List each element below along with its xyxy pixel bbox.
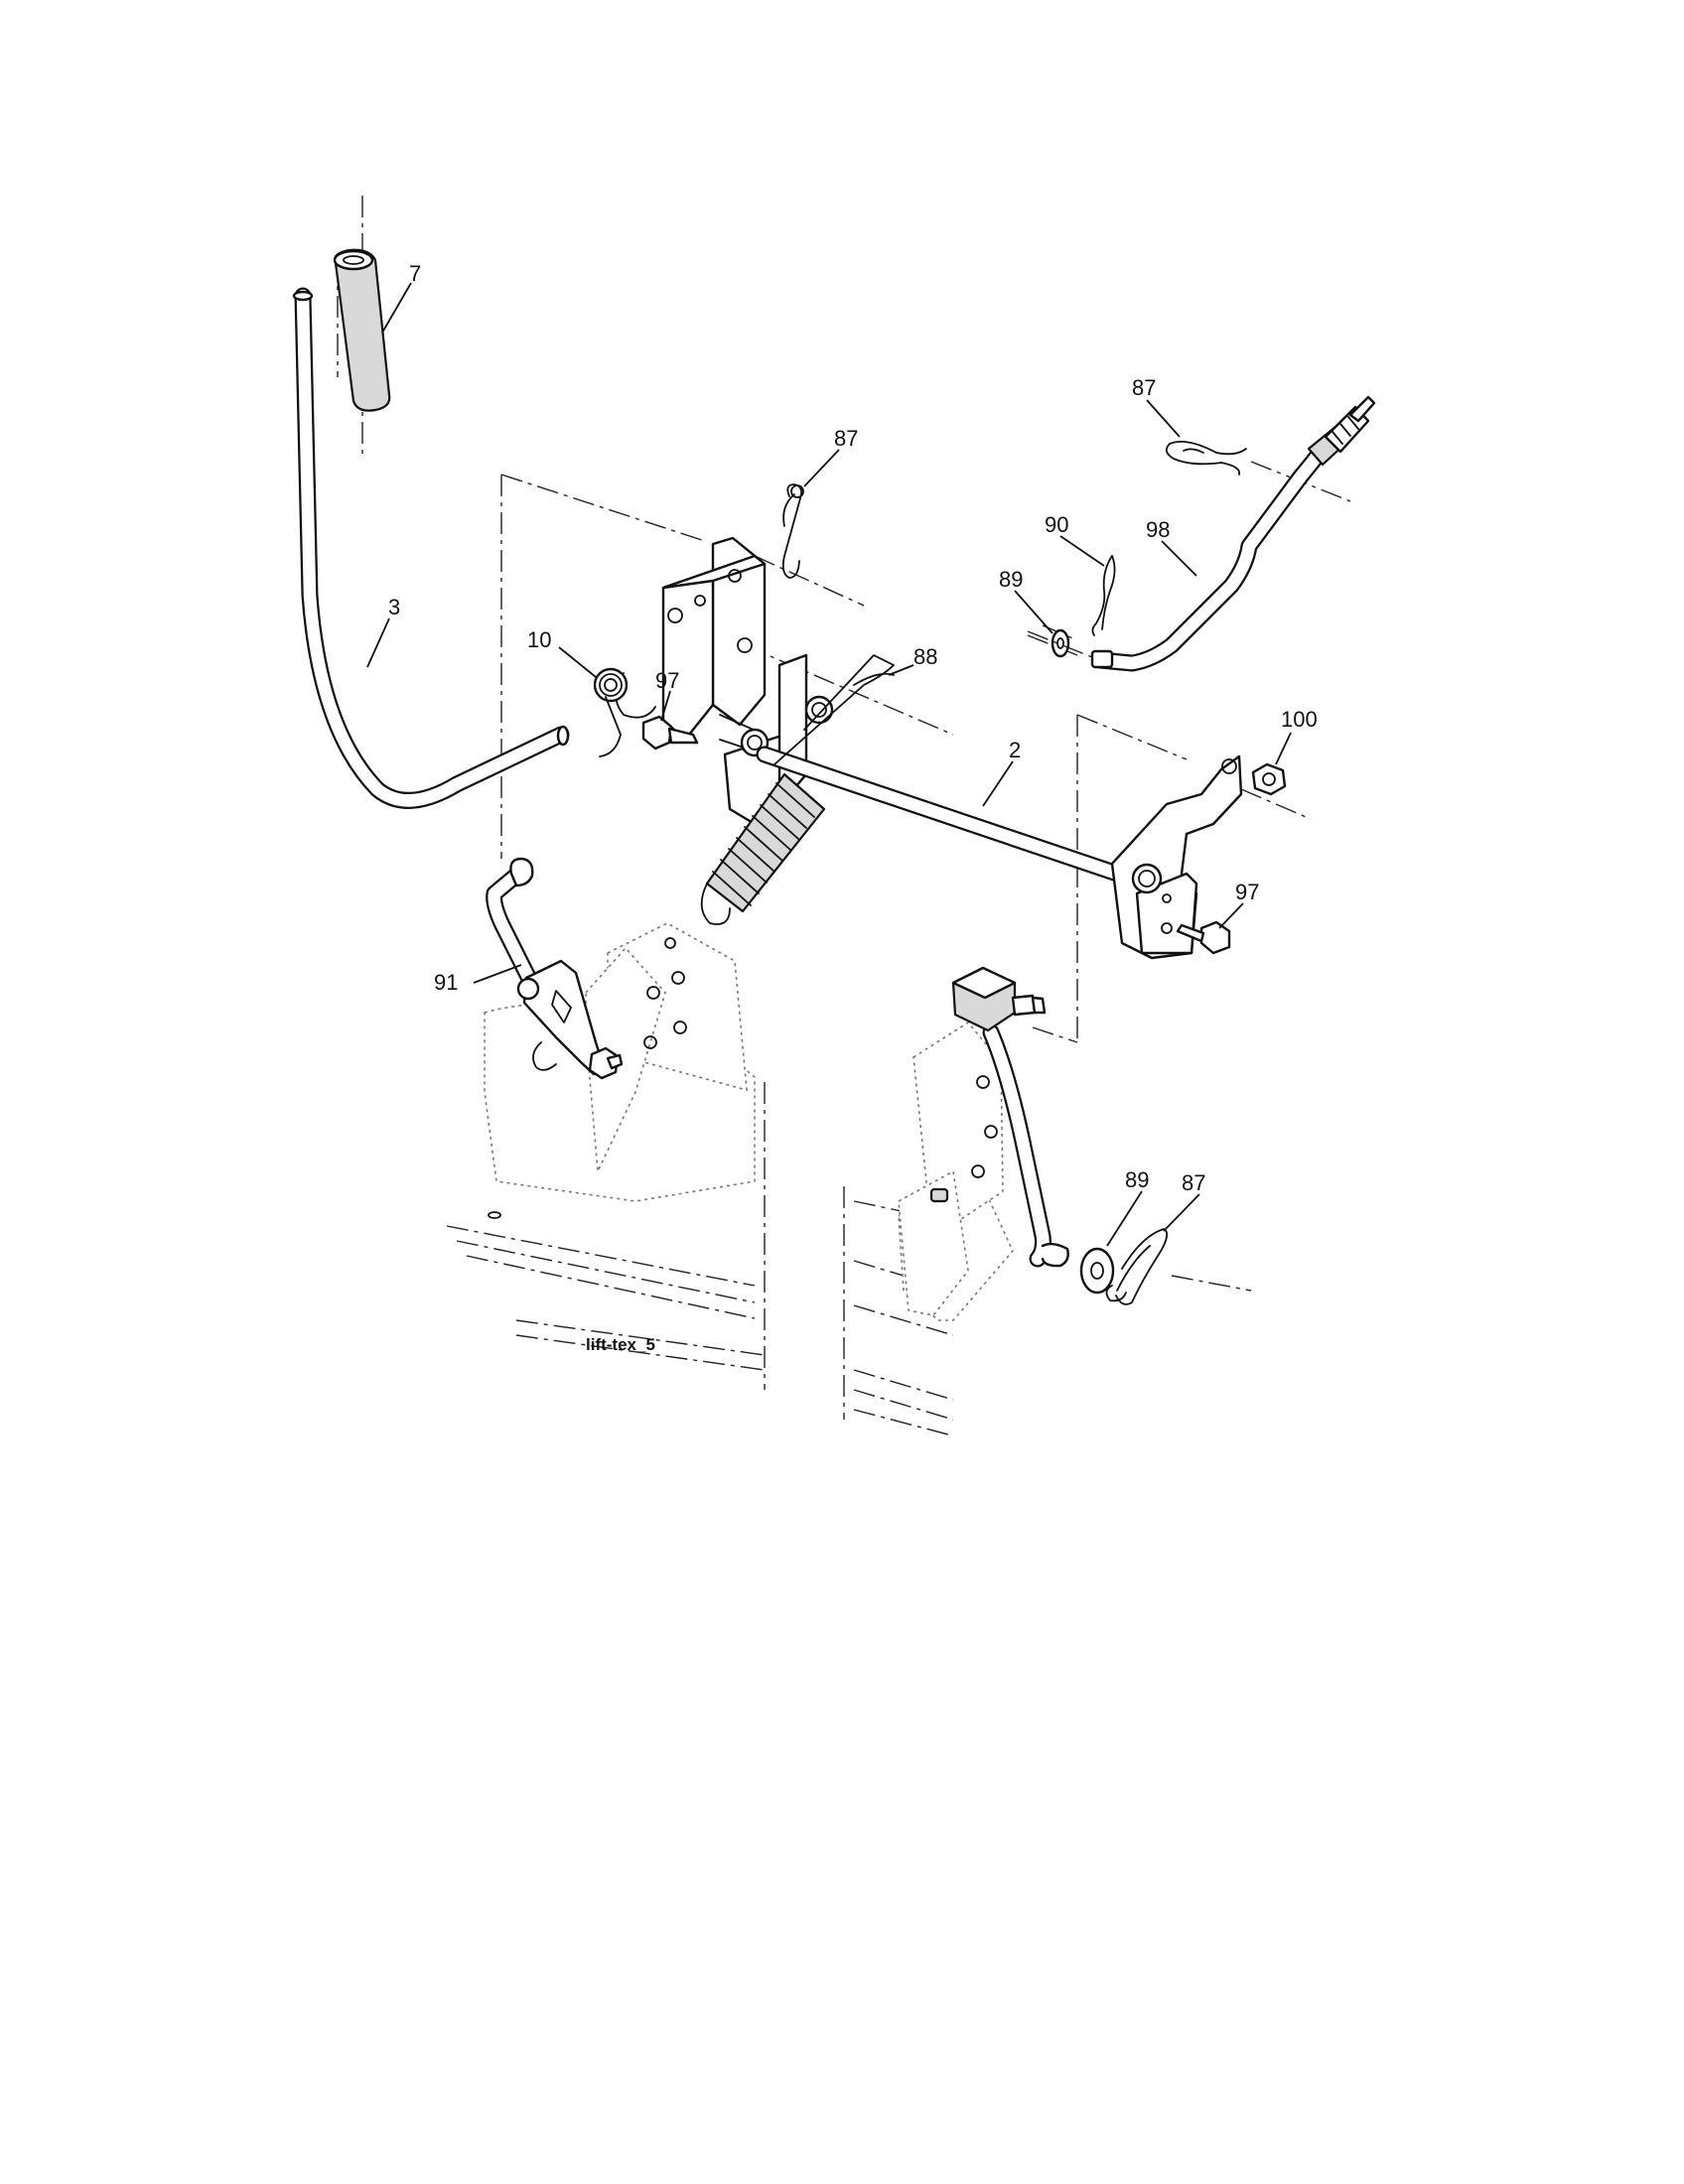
leader-lines — [366, 282, 1292, 1247]
callout-hairpin-right: 87 — [1132, 375, 1156, 400]
callout-lift-lever: 3 — [388, 595, 400, 619]
lift-lever — [292, 287, 570, 809]
adjust-rod — [1090, 395, 1376, 672]
lift-link-right — [951, 966, 1069, 1268]
callout-extension-spring: 88 — [913, 644, 937, 669]
cotter-pin — [1091, 555, 1116, 636]
left-hanger-plate — [585, 922, 748, 1175]
callout-torsion-spring: 10 — [527, 627, 551, 652]
hairpin-top — [781, 483, 804, 579]
torsion-spring — [593, 667, 656, 757]
callout-hex-nut: 100 — [1281, 707, 1318, 732]
callout-cotter-pin: 90 — [1045, 512, 1068, 537]
hairpin-bottom — [1105, 1228, 1169, 1305]
callout-handle-grip: 7 — [409, 261, 421, 286]
mount-bracket — [661, 536, 834, 826]
handle-grip — [333, 248, 391, 412]
washer-bottom — [1079, 1247, 1115, 1295]
figure-label: lift-tex_5 — [586, 1335, 655, 1354]
callout-bolt-right: 97 — [1235, 880, 1259, 904]
bolt-right — [1176, 920, 1231, 955]
callout-adjust-rod: 98 — [1146, 517, 1170, 542]
callouts: 7 3 10 97 87 88 87 90 89 98 2 100 97 91 … — [388, 261, 1318, 1195]
lift-shaft — [756, 746, 1143, 892]
bolt-left — [641, 715, 699, 751]
callout-lift-link-left: 91 — [434, 970, 458, 995]
extension-spring — [700, 654, 895, 925]
hex-nut — [1251, 762, 1287, 796]
lift-link-left — [486, 857, 624, 1080]
callout-lift-shaft: 2 — [1009, 738, 1021, 762]
hairpin-right — [1165, 441, 1247, 476]
callout-washer-top: 89 — [999, 567, 1023, 592]
washer-top — [1027, 628, 1093, 658]
callout-hairpin-bottom: 87 — [1182, 1170, 1205, 1195]
callout-washer-bottom: 89 — [1125, 1167, 1149, 1192]
right-hanger-plate — [898, 1021, 1004, 1316]
callout-hairpin-top: 87 — [834, 426, 858, 451]
callout-bolt-left: 97 — [655, 668, 679, 693]
